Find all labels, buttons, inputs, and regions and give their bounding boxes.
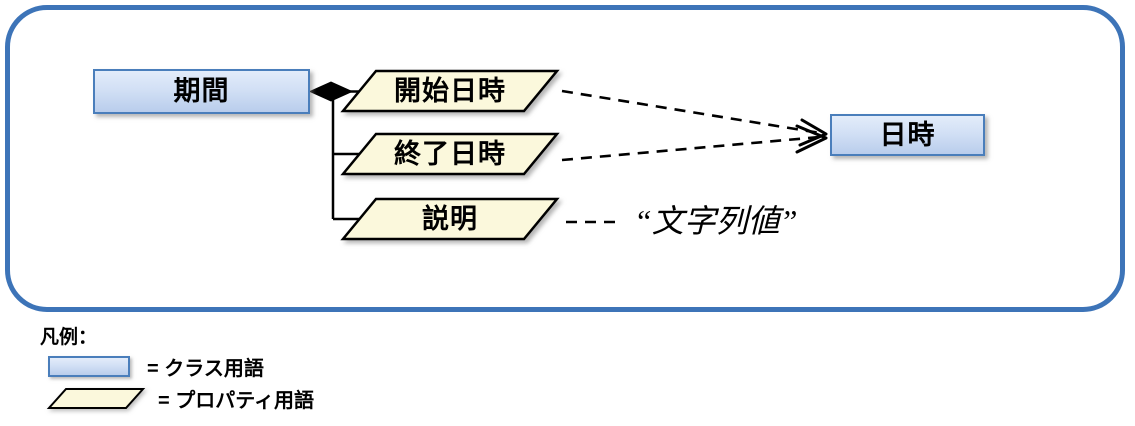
- property-node-start-label: 開始日時: [394, 75, 506, 106]
- property-node-end[interactable]: 終了日時: [340, 131, 560, 177]
- class-node-kikan-label: 期間: [173, 76, 230, 106]
- property-node-end-label: 終了日時: [394, 138, 506, 169]
- class-term-swatch: [48, 355, 130, 377]
- class-node-nichiji[interactable]: 日時: [830, 114, 985, 156]
- legend-title: 凡例：: [40, 327, 98, 348]
- parallelogram-swatch-shape: [46, 387, 146, 409]
- parallelogram-shape-start: [340, 69, 560, 113]
- class-node-nichiji-label: 日時: [879, 119, 936, 150]
- legend-item-class-term: = クラス用語: [48, 353, 264, 380]
- string-value-annotation: “文字列値”: [634, 203, 798, 239]
- property-node-desc[interactable]: 説明: [340, 196, 560, 242]
- property-node-desc-label: 説明: [422, 203, 478, 234]
- legend-item-property-term-label: = プロパティ用語: [158, 389, 315, 412]
- class-node-kikan[interactable]: 期間: [93, 69, 310, 114]
- property-node-start[interactable]: 開始日時: [340, 68, 560, 114]
- property-term-swatch: [46, 387, 146, 410]
- parallelogram-shape-desc: [340, 197, 560, 241]
- legend-item-class-term-label: = クラス用語: [147, 357, 264, 380]
- parallelogram-shape-end: [340, 132, 560, 176]
- legend: 凡例： = クラス用語 = プロパティ用語: [40, 322, 440, 422]
- diagram-frame: [5, 5, 1125, 312]
- legend-item-property-term: = プロパティ用語: [46, 385, 315, 412]
